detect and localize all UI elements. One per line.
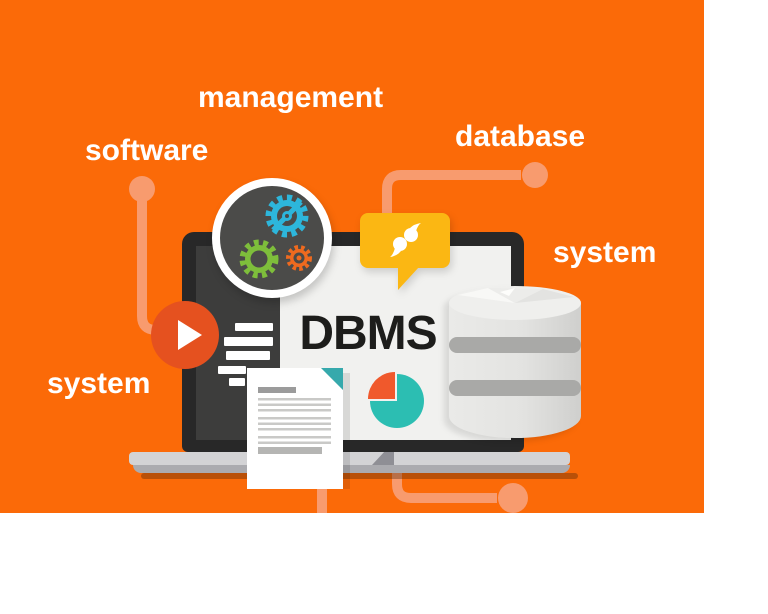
menu-lines-icon (218, 366, 246, 374)
database-stack-icon (449, 286, 581, 438)
play-icon (178, 320, 202, 350)
play-button-badge (151, 301, 219, 369)
chat-bubble (360, 213, 450, 290)
chat-phone-icon (390, 223, 421, 257)
gear-green-icon (239, 239, 279, 279)
document-paragraph (258, 417, 331, 431)
laptop-base (129, 452, 570, 465)
menu-lines-icon (224, 337, 273, 346)
chat-bubble-tail (398, 267, 419, 290)
label-system-right: system (553, 236, 657, 269)
document-title-line (258, 387, 296, 393)
label-management: management (198, 81, 384, 114)
menu-lines-icon (235, 323, 273, 331)
menu-lines-icon (226, 351, 270, 360)
document-paragraph (258, 398, 331, 412)
screen-title: DBMS (299, 307, 437, 360)
laptop-base-lip (133, 465, 570, 473)
document-paragraph (258, 436, 331, 445)
label-system-left: system (47, 367, 151, 400)
label-database: database (455, 120, 586, 153)
gears-icon (212, 178, 332, 298)
document-fold-corner (321, 368, 343, 390)
document-highlight-block (258, 447, 322, 454)
gear-blue-icon (265, 194, 309, 238)
menu-lines-icon (229, 378, 245, 386)
laptop-base-shadow (141, 473, 578, 479)
label-software: software (85, 134, 209, 167)
gear-orange-icon (286, 245, 312, 271)
